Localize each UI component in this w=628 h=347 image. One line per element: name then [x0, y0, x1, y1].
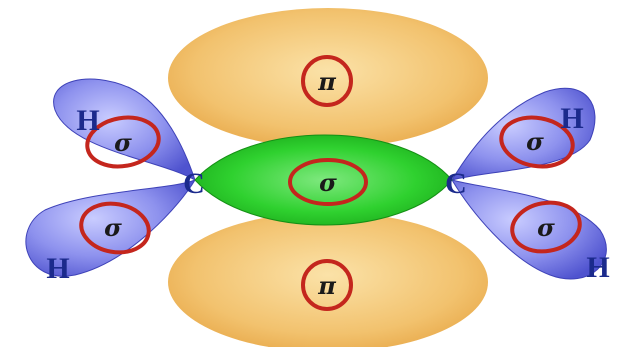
pi-label-bottom: π — [317, 271, 336, 300]
ring-sigma-right-top — [499, 115, 575, 169]
c-atom-left: C — [183, 167, 205, 200]
pi-lobe-top — [168, 8, 488, 148]
ring-sigma-right-bottom — [510, 200, 582, 254]
c-atom-right: C — [445, 167, 467, 200]
h-atom-left-top: H — [76, 104, 99, 137]
ring-pi-bottom — [301, 259, 353, 311]
sigma-cc-lobe — [194, 134, 453, 226]
pi-label-top: π — [317, 67, 336, 96]
pi-lobe-bottom — [168, 212, 488, 347]
h-atom-right-top: H — [560, 102, 583, 135]
ring-sigma-left-bottom — [79, 201, 151, 255]
sigma-right-bottom-label: σ — [537, 213, 555, 242]
h-atom-left-bottom: H — [46, 252, 69, 285]
ch-lobe-right-bottom — [450, 179, 607, 280]
ring-sigma-cc — [288, 158, 368, 206]
ring-pi-top — [301, 55, 353, 107]
h-atom-right-bottom: H — [586, 251, 609, 284]
sigma-left-bottom-label: σ — [104, 213, 122, 242]
ch-lobe-left-top — [53, 78, 196, 182]
sigma-right-top-label: σ — [526, 127, 544, 156]
sigma-left-top-label: σ — [114, 128, 132, 157]
sigma-cc-label: σ — [319, 168, 337, 197]
ring-sigma-left-top — [85, 115, 161, 169]
ch-lobe-right-top — [450, 87, 596, 181]
